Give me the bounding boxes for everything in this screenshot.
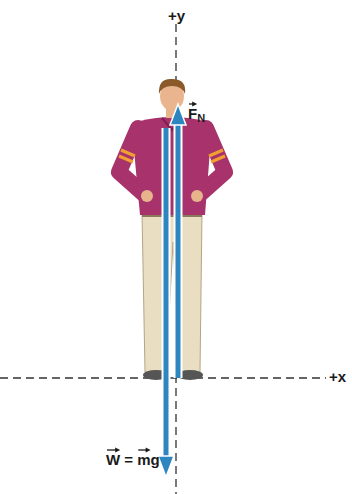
force-label: W = mg [106,446,160,467]
axes [0,24,326,494]
axis-label: +y [168,2,185,23]
axis-label: +x [329,363,346,384]
person-figure [119,79,225,380]
normal-force-arrow [170,104,186,378]
force-label: FN [188,100,205,124]
weight-arrow [158,128,174,477]
